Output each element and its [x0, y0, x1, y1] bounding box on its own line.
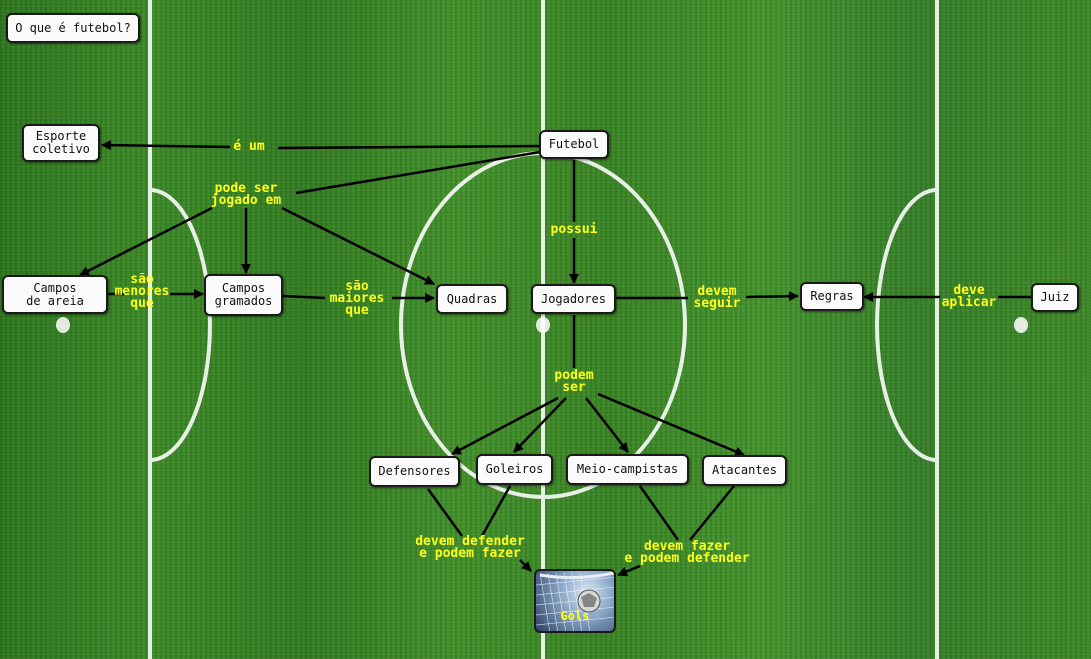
- node-jogadores[interactable]: Jogadores: [531, 284, 616, 314]
- link-podem-ser: podem ser: [554, 368, 594, 395]
- node-esporte-coletivo[interactable]: Esporte coletivo: [22, 124, 100, 162]
- gols-label: Gols: [560, 609, 590, 623]
- node-juiz[interactable]: Juiz: [1031, 283, 1079, 312]
- link-devem-defender-e-podem-fazer: devem defender e podem fazer: [415, 534, 525, 561]
- link-deve-aplicar: deve aplicar: [941, 283, 997, 310]
- link-devem-seguir: devem seguir: [693, 284, 741, 311]
- link-sao-menores-que: são menores que: [114, 272, 170, 311]
- title-box: O que é futebol?: [6, 13, 140, 43]
- node-defensores[interactable]: Defensores: [369, 456, 460, 487]
- node-campos-gramados[interactable]: Campos gramados: [204, 274, 283, 316]
- node-campos-de-areia[interactable]: Campos de areia: [2, 275, 108, 314]
- node-quadras[interactable]: Quadras: [436, 284, 508, 314]
- link-pode-ser-jogado-em: pode ser jogado em: [210, 181, 282, 208]
- goal-net-ball-icon: [536, 571, 614, 631]
- link-e-um: é um: [233, 139, 265, 154]
- node-futebol[interactable]: Futebol: [539, 130, 609, 159]
- node-regras[interactable]: Regras: [800, 282, 864, 311]
- link-devem-fazer-e-podem-defender: devem fazer e podem defender: [624, 539, 750, 566]
- link-sao-maiores-que: são maiores que: [329, 279, 385, 318]
- node-gols[interactable]: Gols: [534, 569, 616, 633]
- node-atacantes[interactable]: Atacantes: [702, 455, 787, 486]
- node-goleiros[interactable]: Goleiros: [476, 454, 553, 485]
- link-possui: possui: [550, 222, 598, 237]
- node-meio-campistas[interactable]: Meio-campistas: [566, 454, 689, 485]
